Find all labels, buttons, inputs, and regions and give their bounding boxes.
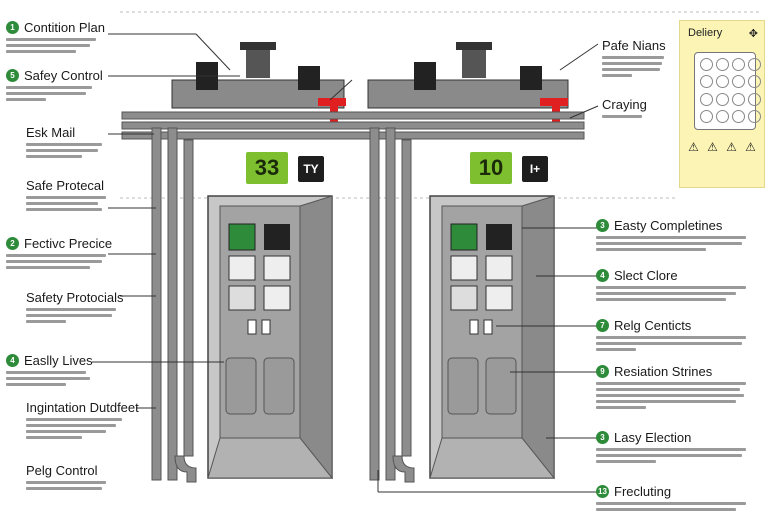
- callout-badge: 3: [596, 431, 609, 444]
- callout-right-2: Craying: [602, 97, 767, 121]
- callout-right-5: 7 Relg Centicts: [596, 318, 761, 354]
- legend-card: Deliery ✥ ⚠ ⚠ ⚠ ⚠: [679, 20, 765, 188]
- callout-title: Pelg Control: [26, 463, 98, 478]
- callout-title: Safe Protecal: [26, 178, 105, 193]
- callout-title: Relg Centicts: [614, 318, 692, 333]
- callout-left-9: Pelg Control: [26, 463, 176, 493]
- warning-icon: ⚠: [707, 140, 718, 154]
- callout-title: Esk Mail: [26, 125, 76, 140]
- warning-icon: ⚠: [688, 140, 699, 154]
- callout-badge: 9: [596, 365, 609, 378]
- warning-icon: ⚠: [745, 140, 756, 154]
- callout-title: Fectivc Precice: [24, 236, 113, 251]
- booth-left: [207, 195, 334, 480]
- booth-right: [429, 195, 556, 480]
- callout-right-4: 4 Slect Clore: [596, 268, 761, 304]
- booth-tag-right: I+: [522, 156, 548, 182]
- equipment-right: [367, 42, 569, 124]
- callout-left-4: Safe Protecal: [26, 178, 176, 214]
- equipment-left: [171, 42, 346, 124]
- callout-badge: 4: [6, 354, 19, 367]
- callout-badge: 3: [596, 219, 609, 232]
- control-panel-icon: [694, 52, 761, 130]
- callout-title: Easty Completines: [614, 218, 723, 233]
- booth-number-left: 33: [246, 152, 288, 184]
- callout-title: Pafe Nians: [602, 38, 666, 53]
- callout-left-5: 2 Fectivc Precice: [6, 236, 156, 272]
- callout-left-6: Safety Protocials: [26, 290, 176, 326]
- callout-title: Safety Protocials: [26, 290, 124, 305]
- callout-title: Safey Control: [24, 68, 103, 83]
- callout-badge: 4: [596, 269, 609, 282]
- warning-icons: ⚠ ⚠ ⚠ ⚠: [684, 140, 760, 154]
- callout-badge: 7: [596, 319, 609, 332]
- booth-tag-left: TY: [298, 156, 324, 182]
- callout-title: Easlly Lives: [24, 353, 93, 368]
- callout-title: Ingintation Dutdfeet: [26, 400, 139, 415]
- callout-title: Frecluting: [614, 484, 672, 499]
- callout-title: Resiation Strines: [614, 364, 713, 379]
- callout-right-6: 9 Resiation Strines: [596, 364, 761, 412]
- booth-number-right: 10: [470, 152, 512, 184]
- callout-left-2: 5 Safey Control: [6, 68, 156, 104]
- leader-lines: [92, 33, 599, 493]
- callout-right-8: 13 Frecluting: [596, 484, 761, 514]
- callout-title: Slect Clore: [614, 268, 678, 283]
- callout-title: Craying: [602, 97, 647, 112]
- warning-icon: ⚠: [726, 140, 737, 154]
- callout-badge: 5: [6, 69, 19, 82]
- callout-left-8: Ingintation Dutdfeet: [26, 400, 176, 442]
- callout-title: Contition Plan: [24, 20, 105, 35]
- move-icon[interactable]: ✥: [748, 28, 758, 40]
- legend-title: Deliery: [688, 27, 723, 39]
- callout-right-7: 3 Lasy Election: [596, 430, 761, 466]
- callout-right-1: Pafe Nians: [602, 38, 767, 80]
- vertical-pipes: [151, 127, 415, 483]
- callout-badge: 1: [6, 21, 19, 34]
- callout-badge: 2: [6, 237, 19, 250]
- callout-badge: 13: [596, 485, 609, 498]
- callout-title: Lasy Election: [614, 430, 692, 445]
- callout-left-1: 1 Contition Plan: [6, 20, 156, 56]
- callout-right-3: 3 Easty Completines: [596, 218, 761, 254]
- callout-left-7: 4 Easlly Lives: [6, 353, 156, 389]
- callout-left-3: Esk Mail: [26, 125, 176, 161]
- pipe-bundle: [121, 111, 585, 140]
